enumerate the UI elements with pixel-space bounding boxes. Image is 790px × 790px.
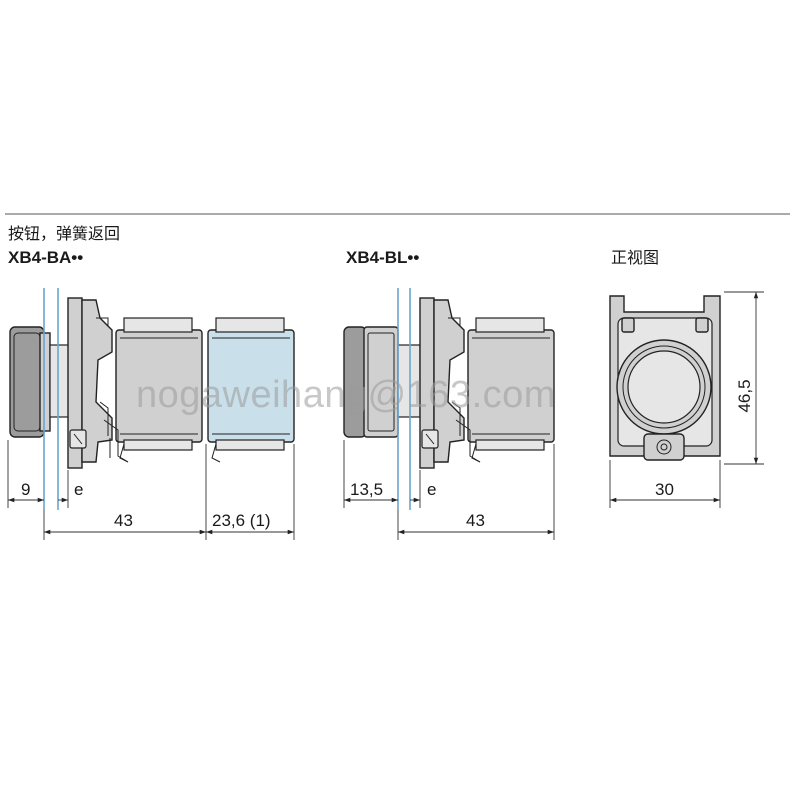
dimensions-front: [609, 291, 764, 508]
dim-b-head: 13,5: [350, 480, 383, 499]
dim-a-head: 9: [21, 480, 30, 499]
side-view-a: [9, 297, 295, 469]
dimensions-a: [7, 440, 295, 540]
dim-a-e: e: [74, 480, 83, 499]
dim-front-width: 30: [655, 480, 674, 499]
dimensions-b: [343, 440, 555, 540]
front-view: [609, 295, 721, 461]
side-view-b: [343, 297, 555, 469]
dim-front-height: 46,5: [735, 379, 754, 412]
dim-a-body: 43: [114, 511, 133, 530]
front-view-label: 正视图: [611, 248, 659, 267]
dim-a-extra: 23,6 (1): [212, 511, 271, 530]
model-a-label: XB4-BA••: [8, 248, 83, 267]
dim-b-body: 43: [466, 511, 485, 530]
dim-b-e: e: [427, 480, 436, 499]
model-b-label: XB4-BL••: [346, 248, 419, 267]
title-cn: 按钮，弹簧返回: [8, 224, 120, 243]
watermark: nogaweihang@163.com: [136, 374, 556, 416]
